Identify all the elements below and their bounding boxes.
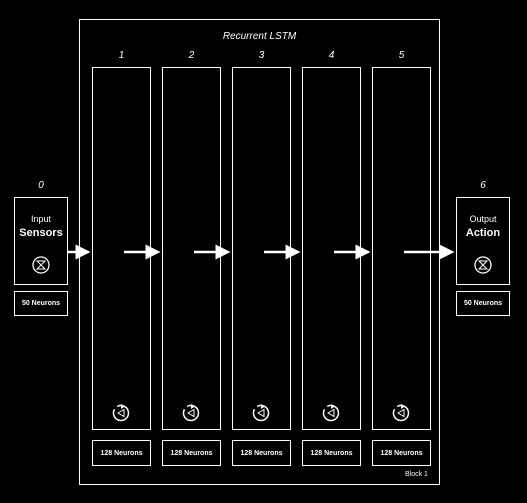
output-label: Output (469, 214, 497, 224)
recurrent-loop-icon (322, 404, 340, 422)
output-index: 6 (480, 180, 486, 191)
recurrent-loop-icon (252, 404, 270, 422)
output-node: Output Action (456, 197, 510, 285)
layer-3-index: 3 (258, 50, 265, 61)
input-sublabel: Sensors (19, 227, 63, 239)
block-label: Block 1 (405, 471, 428, 478)
layer-4-index: 4 (328, 50, 335, 61)
lstm-title: Recurrent LSTM (222, 31, 297, 42)
layer-5-neurons: 128 Neurons (372, 440, 431, 466)
output-sublabel: Action (465, 227, 501, 239)
input-index: 0 (38, 180, 44, 191)
layer-2-index: 2 (188, 50, 195, 61)
recurrent-loop-icon (182, 404, 200, 422)
recurrent-loop-icon (392, 404, 410, 422)
input-neurons: 50 Neurons (14, 291, 68, 316)
layer-1-index: 1 (118, 50, 125, 61)
input-node: Input Sensors (14, 197, 68, 285)
bowtie-circle-icon (474, 256, 492, 274)
layer-5-index: 5 (398, 50, 405, 61)
layer-1-neurons: 128 Neurons (92, 440, 151, 466)
layer-2-neurons: 128 Neurons (162, 440, 221, 466)
bowtie-circle-icon (32, 256, 50, 274)
layer-4-neurons: 128 Neurons (302, 440, 361, 466)
layer-5-column (372, 67, 431, 430)
layer-3-neurons: 128 Neurons (232, 440, 291, 466)
input-label: Input (30, 214, 52, 224)
output-neurons: 50 Neurons (456, 291, 510, 316)
recurrent-loop-icon (112, 404, 130, 422)
